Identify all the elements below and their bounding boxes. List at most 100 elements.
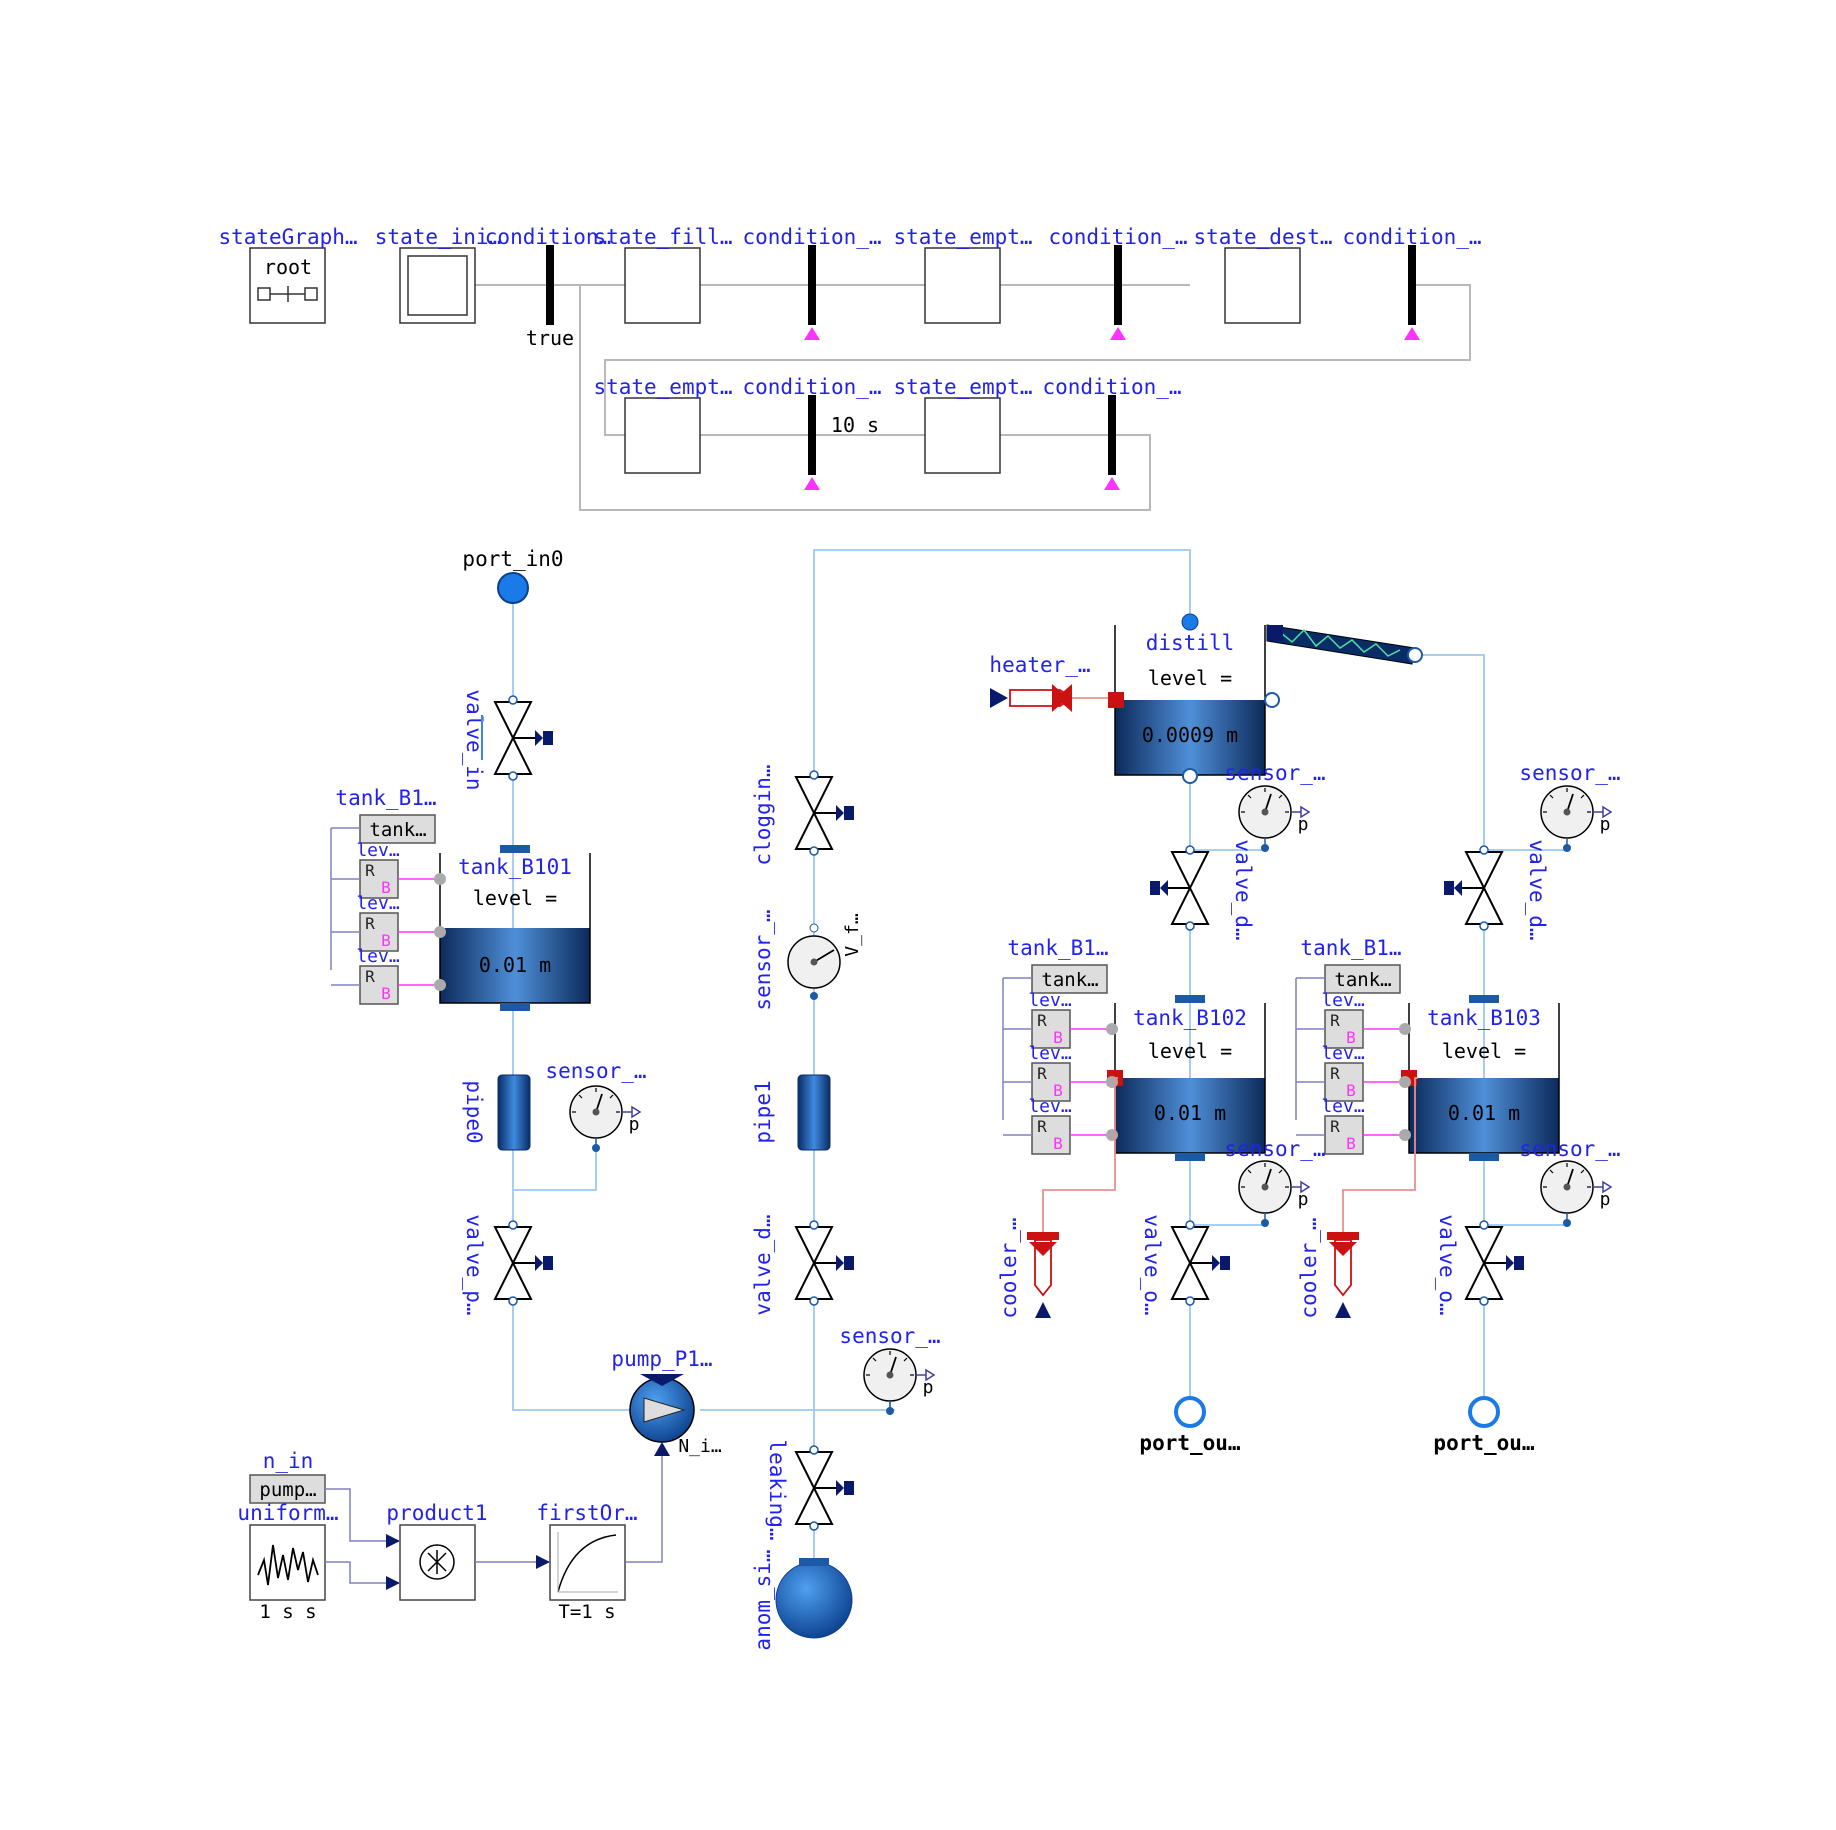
valve-d-distill[interactable]: [1149, 845, 1209, 931]
transition-bar[interactable]: [808, 395, 816, 475]
fluid-line: [512, 588, 652, 1411]
label-port-in0: port_in0: [462, 547, 563, 571]
tank-boolean-block[interactable]: [1031, 964, 1108, 994]
label-transition: condition_…: [1048, 225, 1187, 249]
condenser-outlet[interactable]: [1407, 647, 1423, 663]
level-comparator[interactable]: [359, 912, 399, 952]
label-valve-d-condenser: valve_d…: [1525, 839, 1549, 940]
n-in-block[interactable]: [249, 1474, 326, 1504]
label-transition: condition…: [485, 225, 611, 249]
comparator-R: R: [1330, 1064, 1340, 1083]
label-firstOrder: firstOr…: [536, 1501, 637, 1525]
tank-block-text: tank…: [1334, 969, 1391, 991]
pipe0[interactable]: [497, 1074, 531, 1151]
state-step[interactable]: [624, 397, 701, 474]
state-step[interactable]: [924, 247, 1001, 324]
distill-bottom-port[interactable]: [1182, 768, 1198, 784]
tank-port[interactable]: [500, 845, 530, 853]
clogging-valve[interactable]: [795, 770, 855, 856]
root-text: root: [264, 255, 312, 279]
valve-o-B102[interactable]: [1171, 1220, 1231, 1306]
level-port[interactable]: [1399, 1076, 1411, 1088]
transition-bar[interactable]: [1408, 245, 1416, 325]
valve-o-B103[interactable]: [1465, 1220, 1525, 1306]
state-step[interactable]: [399, 247, 476, 324]
distill-heat-port[interactable]: [1108, 692, 1124, 708]
cooler-input-icon[interactable]: [1335, 1302, 1351, 1318]
label-sensor-middle: sensor_…: [839, 1324, 940, 1348]
label-anomaly-sink: anom_si…: [751, 1549, 775, 1650]
level-port[interactable]: [434, 873, 446, 885]
label-lev: lev…: [1321, 1043, 1365, 1064]
comparator-R: R: [1330, 1117, 1340, 1136]
port-out-B103[interactable]: [1468, 1396, 1500, 1428]
transition-bar[interactable]: [1114, 245, 1122, 325]
leaking-valve[interactable]: [795, 1445, 855, 1531]
tank-block-text: tank…: [1041, 969, 1098, 991]
tank-port[interactable]: [1175, 1153, 1205, 1161]
port-out-B102[interactable]: [1174, 1396, 1206, 1428]
transition-bar[interactable]: [1108, 395, 1116, 475]
label-cooler-B103: cooler_…: [1297, 1217, 1321, 1318]
condenser-inlet[interactable]: [1267, 625, 1283, 641]
tank-port[interactable]: [1175, 995, 1205, 1003]
firstOrder-param: T=1 s: [558, 1601, 615, 1623]
state-step[interactable]: [924, 397, 1001, 474]
transition-bar[interactable]: [808, 245, 816, 325]
transition-bar[interactable]: [546, 245, 554, 325]
label-heater: heater_…: [989, 653, 1090, 677]
tank-boolean-block[interactable]: [359, 814, 436, 844]
label-state-step: state_empt…: [893, 375, 1032, 399]
level-port[interactable]: [1106, 1129, 1118, 1141]
label-sensor-B103: sensor_…: [1519, 1137, 1620, 1161]
sensor-port[interactable]: [809, 923, 819, 933]
label-transition: condition_…: [1342, 225, 1481, 249]
anomaly-sink[interactable]: [775, 1561, 853, 1639]
valve-d-middle[interactable]: [795, 1220, 855, 1306]
label-state-step: state_empt…: [593, 375, 732, 399]
level-port[interactable]: [1399, 1129, 1411, 1141]
level-comparator[interactable]: [359, 859, 399, 899]
level-port[interactable]: [434, 979, 446, 991]
level-port[interactable]: [1399, 1023, 1411, 1035]
heater-input-icon[interactable]: [990, 688, 1008, 708]
signal-line: [625, 1456, 663, 1563]
label-tank-level-controller: tank_B1…: [1007, 936, 1108, 960]
fluid-line: [513, 1150, 597, 1191]
tank-port[interactable]: [1469, 1153, 1499, 1161]
valve-in[interactable]: [494, 695, 554, 781]
comparator-R: R: [1037, 1064, 1047, 1083]
sensor-port[interactable]: [810, 992, 818, 1000]
label-stateGraph: stateGraph…: [218, 225, 357, 249]
label-valve-p: valve_p…: [462, 1214, 486, 1315]
multiply-cross-icon: [427, 1550, 447, 1574]
pipe1[interactable]: [797, 1074, 831, 1151]
comparator-B: B: [1346, 1134, 1356, 1153]
distill-side-port[interactable]: [1264, 692, 1280, 708]
tank-B103-level-value: 0.01 m: [1448, 1101, 1520, 1125]
valve-p[interactable]: [494, 1220, 554, 1306]
firstOrder-block[interactable]: [549, 1524, 626, 1601]
cooler-input-icon[interactable]: [1035, 1302, 1051, 1318]
state-step[interactable]: [624, 247, 701, 324]
distill-top-port[interactable]: [1181, 613, 1199, 631]
tank-port[interactable]: [1469, 995, 1499, 1003]
tank-port[interactable]: [500, 1003, 530, 1011]
tank-boolean-block[interactable]: [1324, 964, 1401, 994]
valve-d-condenser[interactable]: [1443, 845, 1503, 931]
axis-line: [557, 1532, 618, 1593]
level-port[interactable]: [1106, 1023, 1118, 1035]
sink-port[interactable]: [799, 1558, 829, 1566]
transition-delay-label: 10 s: [831, 413, 879, 437]
level-comparator[interactable]: [1324, 1009, 1364, 1049]
level-port[interactable]: [434, 926, 446, 938]
pump-speed-input[interactable]: [654, 1442, 670, 1456]
state-step[interactable]: [1224, 247, 1301, 324]
root-block[interactable]: [249, 247, 326, 324]
port-in0[interactable]: [497, 572, 529, 604]
condenser-pipe[interactable]: [1266, 624, 1416, 665]
label-valve-o-B103: valve_o…: [1435, 1214, 1459, 1315]
initial-step-inner: [407, 255, 468, 316]
level-comparator[interactable]: [359, 965, 399, 1005]
